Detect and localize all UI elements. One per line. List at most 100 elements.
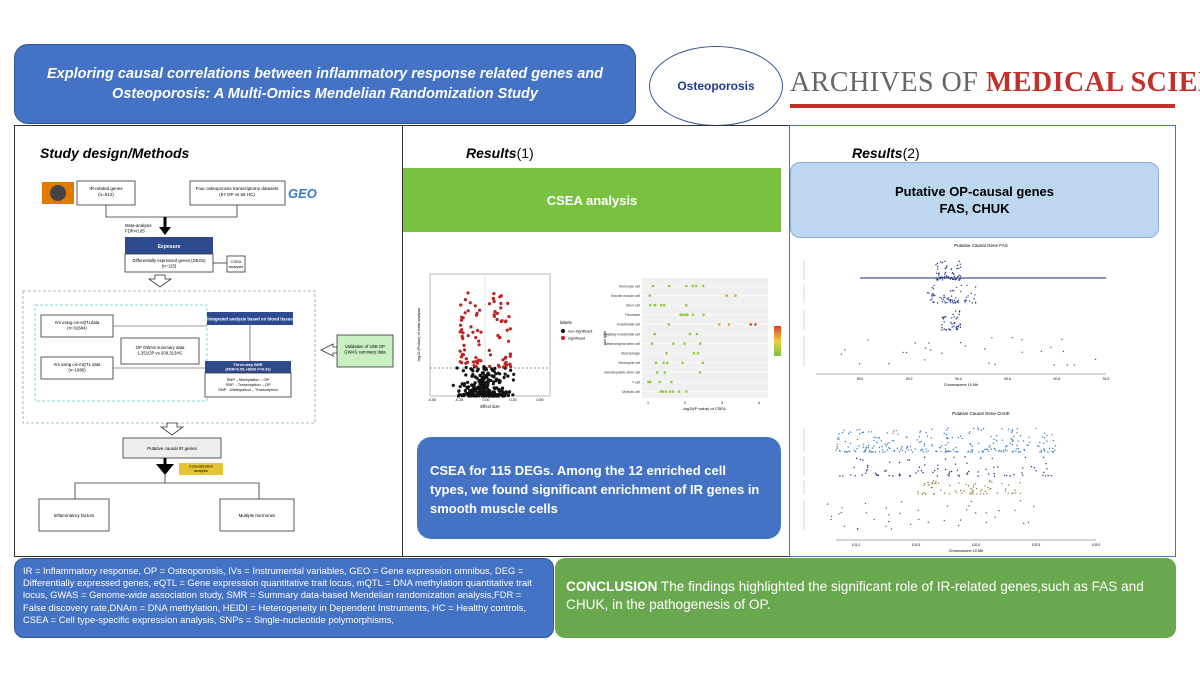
dotplot-dot (659, 303, 663, 307)
volcano-point-significant (460, 352, 464, 356)
locus-point (942, 318, 945, 320)
dotplot-dot (683, 342, 686, 345)
dotplot-dot (725, 294, 728, 297)
dotplot-dot (659, 390, 662, 393)
locus-point (888, 520, 890, 523)
hormones-box (219, 498, 295, 532)
locus-point (1047, 474, 1049, 477)
locus-point (854, 450, 857, 453)
locus-point (836, 443, 839, 445)
volcano-point (502, 375, 506, 380)
volcano-point-significant (462, 343, 466, 347)
volcano-point (511, 393, 515, 397)
locus-point (946, 429, 948, 431)
locus-point (940, 445, 943, 447)
dotplot-dot (734, 294, 737, 297)
volcano-point (504, 390, 508, 394)
volcano-point (457, 389, 461, 393)
locus-point (1005, 446, 1007, 448)
methods-flowchart: IR-related genes(n=612) Four osteoporosi… (22, 180, 394, 532)
volcano-point-significant (477, 358, 481, 362)
locus-point (952, 302, 954, 304)
locus-point (924, 464, 926, 466)
locus-point (948, 329, 950, 331)
locus-point (1052, 451, 1055, 453)
locus-point (1011, 336, 1013, 339)
locus-point (917, 470, 919, 472)
locus-point (1019, 451, 1021, 453)
locus-point (872, 451, 874, 453)
volcano-point (492, 380, 496, 384)
locus-point (935, 482, 937, 484)
locus-point (931, 445, 934, 447)
locus-point (1015, 492, 1017, 494)
conclusion-box: CONCLUSION The findings highlighted the … (555, 558, 1176, 638)
putative-genes-box (122, 437, 222, 459)
locus-point (958, 260, 961, 262)
volcano-point-significant (464, 361, 468, 365)
locus-point (964, 301, 966, 303)
locus-point (948, 472, 950, 475)
csea-banner: CSEA analysis (403, 168, 781, 232)
volcano-point-significant (458, 330, 462, 334)
mqtl-text: IVs using cis-mQTL data(n=1986) (54, 362, 101, 373)
locus-point (951, 268, 953, 270)
dotplot-celltype-label: Macrophage (621, 352, 640, 356)
locus-point (937, 482, 940, 484)
locus-point (1007, 492, 1009, 494)
locus-point (1040, 449, 1042, 451)
locus-point (923, 484, 925, 486)
locus-point (987, 450, 990, 452)
locus-point (896, 447, 899, 449)
locus-point (959, 263, 961, 265)
locus-point (935, 450, 937, 453)
branch-line (74, 482, 260, 499)
locus-point (843, 525, 846, 527)
volcano-point (480, 385, 484, 389)
dotplot-celltype-label: Fibroblast (625, 313, 640, 317)
locus-point (931, 428, 933, 430)
locus-point (954, 463, 957, 465)
locus-point (914, 342, 916, 344)
volcano-point (479, 391, 483, 395)
locus-point (1043, 437, 1046, 439)
volcano-point (456, 394, 461, 398)
locus-point (864, 449, 867, 451)
volcano-point-significant (459, 355, 463, 359)
locus-point (893, 450, 895, 453)
locus-point (1062, 350, 1065, 353)
locus-point (908, 459, 911, 461)
locus-point (942, 298, 944, 301)
ivs-dashed-box (34, 304, 208, 402)
locus-point (979, 493, 982, 495)
locus-point (971, 491, 973, 493)
locus-point (945, 434, 948, 436)
locus-point (1009, 475, 1011, 477)
volcano-xtick: 0.25 (510, 398, 517, 402)
dotplot-dot (648, 294, 652, 297)
locus-point (973, 427, 975, 430)
locus-point (922, 472, 924, 474)
locus-point (946, 265, 948, 267)
locus-point (947, 450, 949, 452)
dotplot-xtick: 2 (684, 401, 686, 405)
locus-point (946, 437, 948, 439)
locus-point (862, 459, 864, 461)
locus-point (955, 286, 958, 289)
volcano-point (465, 391, 469, 395)
locus-point (898, 451, 901, 453)
volcano-point-significant (460, 334, 464, 338)
volcano-point-significant (505, 328, 509, 332)
locus-point (880, 440, 882, 442)
locus-point (985, 448, 988, 450)
locus-point (1018, 451, 1020, 453)
locus-xtick: 90.0 (857, 377, 864, 381)
locus-point (988, 481, 991, 483)
locus-point (939, 447, 941, 449)
locus-point (959, 435, 962, 437)
locus-point (868, 451, 870, 453)
locus-point (1012, 492, 1014, 494)
volcano-point-significant (477, 343, 481, 347)
